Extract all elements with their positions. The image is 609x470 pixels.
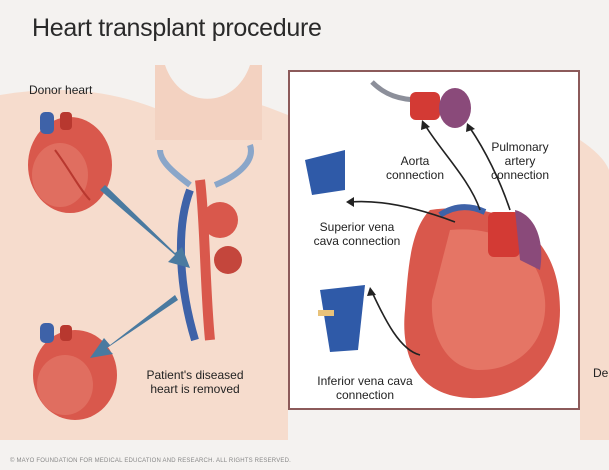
superior-label-line2: cava connection	[292, 234, 422, 248]
superior-vena-cava-label: Superior vena cava connection	[292, 220, 422, 248]
pulmonary-artery-label: Pulmonary artery connection	[475, 140, 565, 182]
inferior-label-line1: Inferior vena cava	[300, 374, 430, 388]
aorta-label-line2: connection	[380, 168, 450, 182]
superior-label-line1: Superior vena	[292, 220, 422, 234]
pulmonary-label-line2: artery	[475, 154, 565, 168]
pulmonary-label-line3: connection	[475, 168, 565, 182]
donor-heart-label: Donor heart	[29, 83, 92, 97]
patient-heart-label: Patient's diseased heart is removed	[130, 368, 260, 396]
inferior-vena-cava-art	[318, 285, 365, 352]
pulmonary-label-line1: Pulmonary	[475, 140, 565, 154]
aorta-connection-label: Aorta connection	[380, 154, 450, 182]
superior-vena-cava-art	[305, 150, 345, 195]
inferior-vena-cava-label: Inferior vena cava connection	[300, 374, 430, 402]
patient-heart-label-line2: heart is removed	[130, 382, 260, 396]
patient-heart-label-line1: Patient's diseased	[130, 368, 260, 382]
aorta-label-line1: Aorta	[380, 154, 450, 168]
transplanted-heart-art	[404, 207, 560, 398]
page-title: Heart transplant procedure	[32, 14, 322, 43]
inferior-label-line2: connection	[300, 388, 430, 402]
copyright-notice: © MAYO FOUNDATION FOR MEDICAL EDUCATION …	[10, 458, 291, 464]
aorta-vessel-art	[372, 82, 471, 128]
cropped-edge-label: De	[593, 366, 608, 380]
